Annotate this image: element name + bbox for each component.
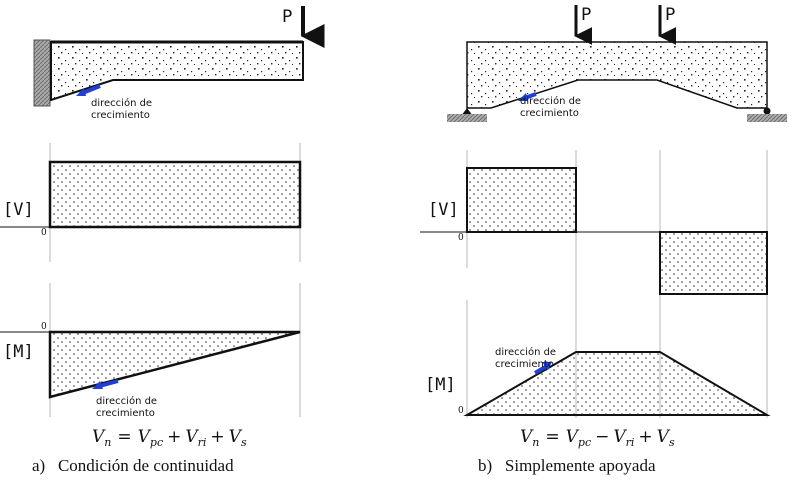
moment-growth-arrowhead: [542, 362, 552, 370]
growth-arrowhead: [76, 88, 86, 96]
shear-block: [48, 160, 302, 229]
left-formula: Vn=Vpc+Vri+Vs: [92, 427, 247, 449]
growth-label-line1: dirección de: [520, 95, 581, 107]
load2-label: P: [665, 5, 675, 25]
left-beam-diagram: P dirección de crecimiento: [33, 6, 325, 121]
left-caption: a) Condición de continuidad: [32, 456, 234, 475]
moment-zero-label: 0: [41, 322, 47, 332]
wall-support: [33, 39, 51, 107]
moment-growth-label-line1: dirección de: [96, 395, 157, 407]
moment-axis-label: [M]: [425, 375, 456, 395]
load-label: P: [282, 7, 292, 27]
pin-support-base: [447, 114, 487, 122]
moment-growth-label-line1: dirección de: [495, 346, 556, 358]
shear-axis-label: [V]: [3, 200, 34, 220]
moment-zero-label: 0: [458, 406, 464, 416]
moment-growth-arrowhead: [92, 381, 103, 389]
growth-arrowhead: [518, 93, 528, 101]
left-shear-diagram: [V] 0: [0, 143, 302, 262]
moment-trapezoid: [463, 351, 771, 416]
left-moment-diagram: [M] 0 dirección de crecimiento: [0, 283, 301, 419]
shear-zero-label: 0: [41, 228, 47, 238]
right-caption: b) Simplemente apoyada: [478, 456, 656, 475]
shear-zero-label: 0: [458, 233, 464, 243]
moment-axis-label: [M]: [3, 342, 34, 362]
right-shear-diagram: [V] 0: [420, 150, 768, 300]
growth-label-line2: crecimiento: [91, 110, 150, 121]
growth-label-line2: crecimiento: [520, 108, 579, 119]
moment-growth-label-line2: crecimiento: [495, 359, 554, 370]
roller-support-base: [747, 114, 787, 122]
load1-label: P: [581, 5, 591, 25]
growth-label-line1: dirección de: [91, 97, 152, 109]
right-moment-diagram: [M] 0 dirección de crecimiento: [425, 300, 771, 418]
moment-growth-label-line2: crecimiento: [96, 408, 155, 419]
roller-support: [763, 107, 771, 115]
moment-triangle: [48, 330, 301, 399]
simple-beam: [466, 41, 768, 109]
shear-axis-label: [V]: [428, 200, 459, 220]
moment-growth-arrow: [533, 364, 549, 375]
shear-negative-block: [659, 231, 768, 295]
shear-positive-block: [466, 167, 577, 233]
right-formula: Vn=Vpc−Vri+Vs: [520, 427, 675, 449]
right-beam-diagram: P P dirección de crecimiento: [447, 5, 787, 122]
